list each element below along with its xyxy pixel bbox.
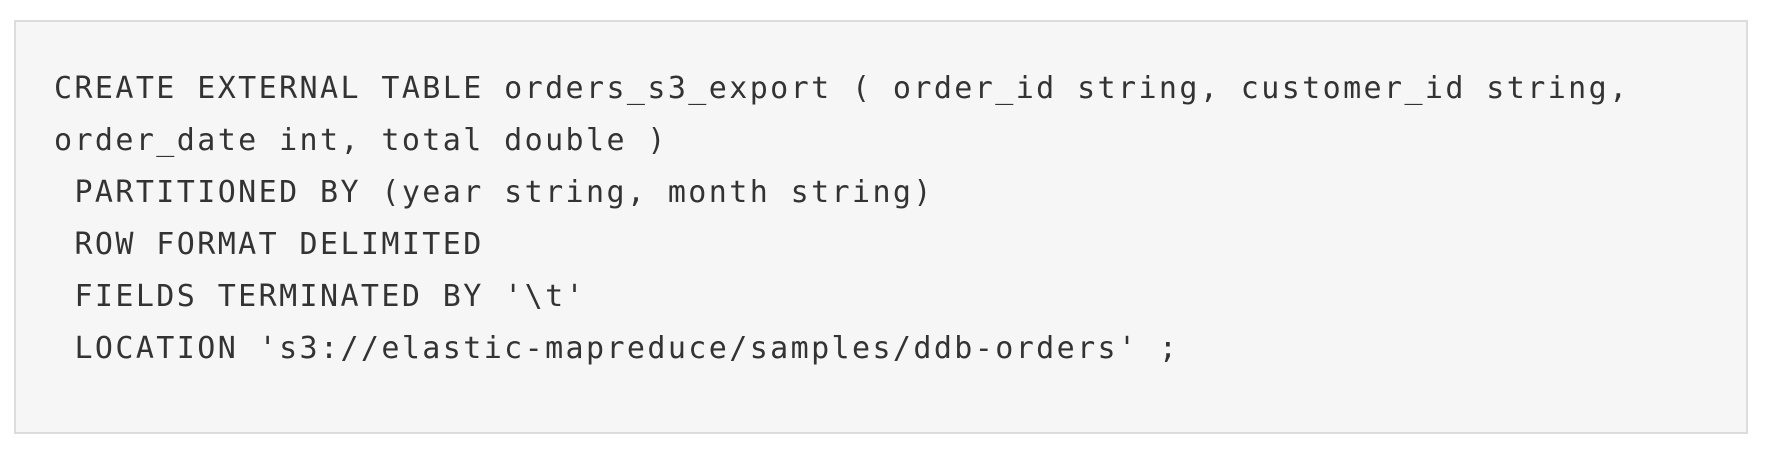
code-line: PARTITIONED BY (year string, month strin…	[54, 175, 934, 210]
code-line: LOCATION 's3://elastic-mapreduce/samples…	[54, 331, 1180, 366]
code-line: FIELDS TERMINATED BY '\t'	[54, 279, 586, 314]
code-line: ROW FORMAT DELIMITED	[54, 227, 484, 262]
code-block: CREATE EXTERNAL TABLE orders_s3_export (…	[14, 20, 1748, 434]
code-line: CREATE EXTERNAL TABLE orders_s3_export (…	[54, 71, 1630, 106]
code-line: order_date int, total double )	[54, 123, 668, 158]
